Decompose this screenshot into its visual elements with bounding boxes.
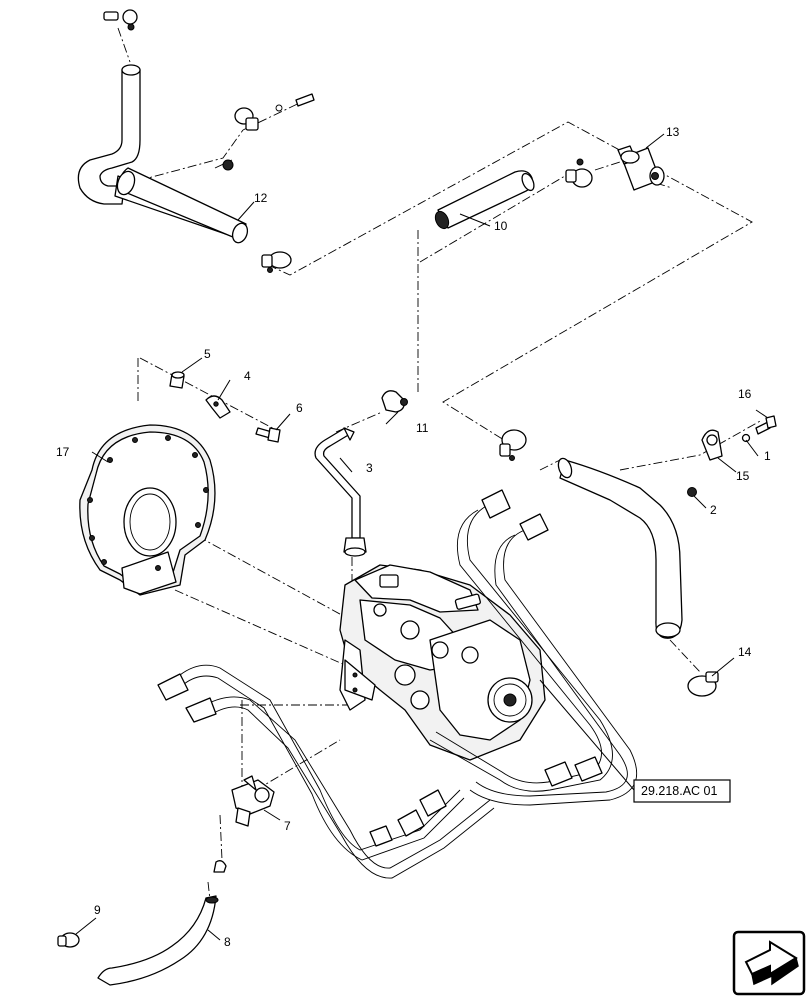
- callouts: 1 2 3 4 5 6 7 8 9 10 11 12 13 14 15 16 1…: [56, 125, 771, 949]
- callout-1: 1: [764, 449, 771, 463]
- callout-7: 7: [284, 819, 291, 833]
- hydraulic-hoses: [157, 489, 638, 879]
- reference-label: 29.218.AC 01: [641, 784, 717, 798]
- part-17-housing[interactable]: [79, 424, 216, 596]
- part-7-elbow[interactable]: [231, 775, 275, 827]
- part-2-nut[interactable]: [687, 487, 697, 497]
- alignment-lines: [117, 27, 763, 901]
- part-6-bolt[interactable]: [255, 427, 281, 443]
- part-1-washer[interactable]: [741, 433, 751, 443]
- callout-3: 3: [366, 461, 373, 475]
- callout-14: 14: [738, 645, 752, 659]
- callout-4: 4: [244, 369, 251, 383]
- clamp-bottom-icon: [261, 251, 292, 273]
- part-10-hose[interactable]: [433, 170, 537, 231]
- clamp-mid-icon: [222, 93, 315, 171]
- callout-8: 8: [224, 935, 231, 949]
- callout-17: 17: [56, 445, 70, 459]
- hose-fitting-left-icon: [157, 673, 217, 723]
- part-16-bolt[interactable]: [755, 415, 777, 435]
- part-12-tube[interactable]: [77, 9, 292, 273]
- part-5-sleeve[interactable]: [169, 371, 185, 389]
- part-3-tube[interactable]: [314, 427, 367, 557]
- part-4-clip[interactable]: [205, 395, 231, 419]
- hose-fitting-icon: [481, 489, 549, 541]
- clamp-top-icon: [103, 9, 138, 31]
- part-13-tee[interactable]: [617, 145, 665, 191]
- callout-12: 12: [254, 191, 268, 205]
- callout-11: 11: [416, 421, 429, 435]
- callout-5: 5: [204, 347, 211, 361]
- leader-lines: [75, 133, 769, 941]
- clamp-hose-top-icon: [499, 429, 527, 461]
- callout-10: 10: [494, 219, 508, 233]
- part-14-hose[interactable]: [556, 457, 719, 697]
- reference-box[interactable]: 29.218.AC 01: [633, 779, 731, 803]
- callout-13: 13: [666, 125, 680, 139]
- part-8-hose[interactable]: [97, 860, 227, 986]
- callout-9: 9: [94, 903, 101, 917]
- callout-16: 16: [738, 387, 752, 401]
- callout-15: 15: [736, 469, 750, 483]
- direction-arrow-icon[interactable]: [732, 930, 806, 996]
- callout-2: 2: [710, 503, 717, 517]
- part-9-clamp[interactable]: [57, 932, 80, 948]
- part-11-fitting[interactable]: [381, 390, 408, 413]
- pump-assembly: [339, 564, 546, 761]
- part-15-bracket[interactable]: [701, 429, 723, 461]
- callout-6: 6: [296, 401, 303, 415]
- clamp-upper-right-icon: [565, 158, 593, 188]
